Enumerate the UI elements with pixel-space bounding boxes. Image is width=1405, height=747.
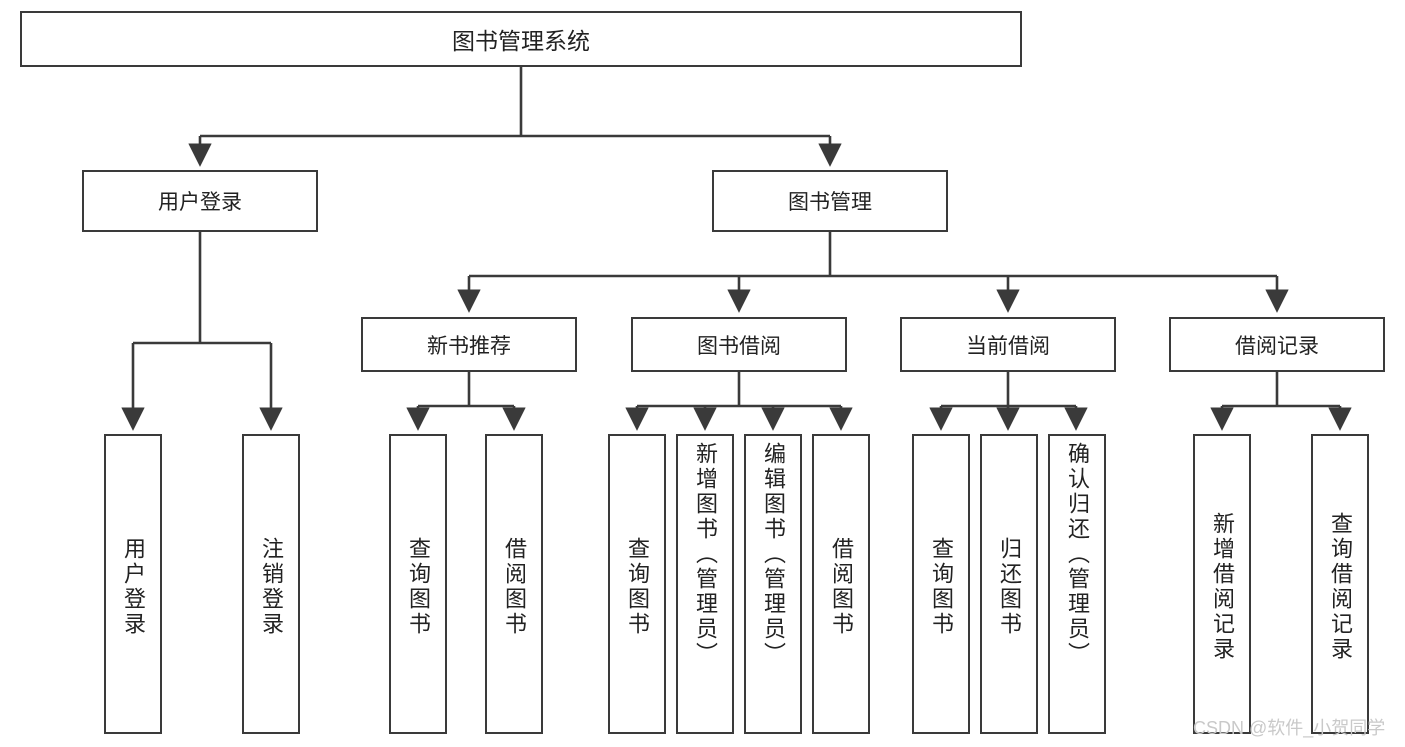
- leaf-user-login-signout[interactable]: 注销登录: [242, 434, 300, 734]
- connector-borrowrecord-to-leaves: [1210, 372, 1352, 431]
- leaf-label: 借阅图书: [829, 537, 854, 637]
- connector-root-to-level2: [188, 67, 842, 167]
- node-label: 图书管理: [788, 191, 872, 214]
- leaf-label: 查询图书: [625, 537, 650, 637]
- node-user-login[interactable]: 用户登录: [82, 170, 318, 232]
- leaf-label: 编辑图书（管理员）: [761, 442, 786, 667]
- leaf-bookborrow-add-book-admin[interactable]: 新增图书（管理员）: [676, 434, 734, 734]
- leaf-newbook-query-book[interactable]: 查询图书: [389, 434, 447, 734]
- node-borrow-record[interactable]: 借阅记录: [1169, 317, 1385, 372]
- leaf-bookborrow-borrow-book[interactable]: 借阅图书: [812, 434, 870, 734]
- connector-currentborrow-to-leaves: [929, 372, 1088, 431]
- leaf-label: 查询图书: [406, 537, 431, 637]
- leaf-user-login-signin[interactable]: 用户登录: [104, 434, 162, 734]
- connector-newbook-to-leaves: [406, 372, 526, 431]
- node-label: 当前借阅: [966, 334, 1050, 358]
- leaf-label: 借阅图书: [502, 537, 527, 637]
- leaf-currentborrow-return-book[interactable]: 归还图书: [980, 434, 1038, 734]
- leaf-currentborrow-confirm-return-admin[interactable]: 确认归还（管理员）: [1048, 434, 1106, 734]
- node-current-borrow[interactable]: 当前借阅: [900, 317, 1116, 372]
- leaf-label: 注销登录: [259, 537, 284, 637]
- connector-bookmgmt-to-level3: [457, 232, 1289, 313]
- leaf-label: 用户登录: [121, 537, 146, 637]
- node-root-book-management-system[interactable]: 图书管理系统: [20, 11, 1022, 67]
- leaf-label: 确认归还（管理员）: [1065, 442, 1090, 667]
- node-label: 新书推荐: [427, 334, 511, 358]
- connector-userlogin-to-leaves: [121, 232, 283, 431]
- connector-bookborrow-to-leaves: [625, 372, 853, 431]
- node-book-borrow[interactable]: 图书借阅: [631, 317, 847, 372]
- leaf-bookborrow-edit-book-admin[interactable]: 编辑图书（管理员）: [744, 434, 802, 734]
- leaf-newbook-borrow-book[interactable]: 借阅图书: [485, 434, 543, 734]
- leaf-label: 新增借阅记录: [1210, 512, 1235, 662]
- node-new-book-recommend[interactable]: 新书推荐: [361, 317, 577, 372]
- leaf-bookborrow-query-book[interactable]: 查询图书: [608, 434, 666, 734]
- node-label: 图书借阅: [697, 334, 781, 358]
- node-label: 用户登录: [158, 191, 242, 214]
- leaf-label: 查询借阅记录: [1328, 512, 1353, 662]
- leaf-label: 归还图书: [997, 537, 1022, 637]
- leaf-label: 查询图书: [929, 537, 954, 637]
- node-label: 图书管理系统: [452, 28, 590, 54]
- leaf-currentborrow-query-book[interactable]: 查询图书: [912, 434, 970, 734]
- node-label: 借阅记录: [1235, 334, 1319, 358]
- leaf-label: 新增图书（管理员）: [693, 442, 718, 667]
- node-book-management[interactable]: 图书管理: [712, 170, 948, 232]
- leaf-borrowrecord-query-record[interactable]: 查询借阅记录: [1311, 434, 1369, 734]
- leaf-borrowrecord-add-record[interactable]: 新增借阅记录: [1193, 434, 1251, 734]
- csdn-watermark: CSDN @软件_小贺同学: [1193, 718, 1386, 738]
